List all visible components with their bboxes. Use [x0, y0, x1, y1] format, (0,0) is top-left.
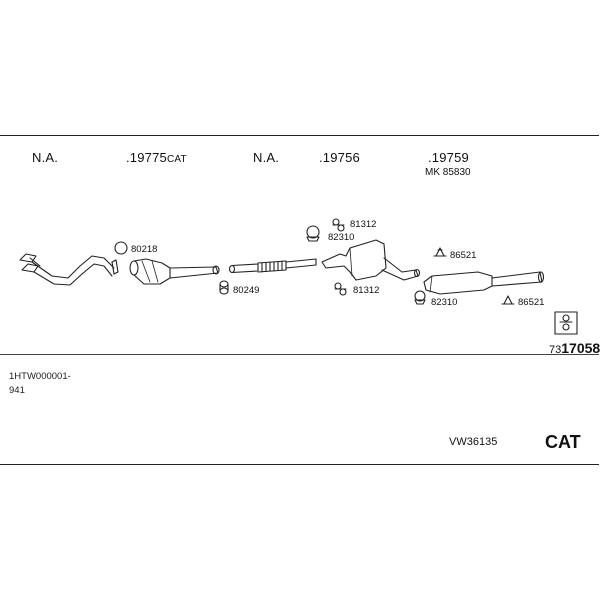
front-pipe-icon: [19, 253, 119, 286]
vehicle-vin-range: 1HTW000001-: [9, 371, 71, 382]
reference-prefix: 73: [549, 344, 562, 356]
reference-number: 7317058: [549, 340, 600, 358]
hanger-81312-bottom-icon: [334, 282, 347, 296]
middle-silencer-icon: [321, 239, 421, 281]
middle-pipe-icon: [228, 258, 317, 274]
part-code-81312-top: 81312: [350, 219, 377, 230]
header-part-1: N.A.: [32, 150, 59, 165]
header-part-2: .19775CAT: [126, 150, 187, 165]
header-part-5-sub: MK 85830: [425, 167, 471, 178]
clamp-82310-rear-icon: [414, 290, 426, 305]
section-divider: [0, 354, 599, 355]
part-code-81312-bottom: 81312: [353, 285, 380, 296]
gasket-80218-icon: [114, 241, 128, 255]
bracket-86521-top-icon: [433, 247, 447, 257]
header-part-2-number: .19775: [126, 150, 167, 165]
hanger-81312-top-icon: [332, 218, 345, 232]
header-part-5: .19759: [428, 150, 469, 165]
part-code-82310-rear: 82310: [431, 297, 458, 308]
clamp-82310-mid-icon: [306, 225, 320, 242]
part-code-82310-mid: 82310: [328, 232, 355, 243]
header-part-2-suffix: CAT: [166, 154, 187, 165]
mounting-kit-icon: [554, 311, 578, 335]
header-part-3: N.A.: [253, 150, 280, 165]
part-code-86521-top: 86521: [450, 250, 477, 261]
vehicle-vin-suffix: 941: [9, 385, 25, 396]
diagram-frame: [0, 135, 599, 465]
part-code-86521-bottom: 86521: [518, 297, 545, 308]
kit-code: VW36135: [449, 436, 498, 448]
part-code-80249: 80249: [233, 285, 260, 296]
part-code-80218: 80218: [131, 244, 158, 255]
catalytic-converter-icon: [129, 258, 220, 285]
reference-main: 17058: [561, 340, 600, 356]
rear-silencer-icon: [423, 271, 545, 295]
bracket-86521-bottom-icon: [501, 295, 515, 305]
kit-type: CAT: [545, 432, 581, 452]
header-part-4: .19756: [319, 150, 360, 165]
clamp-80249-icon: [219, 280, 229, 295]
